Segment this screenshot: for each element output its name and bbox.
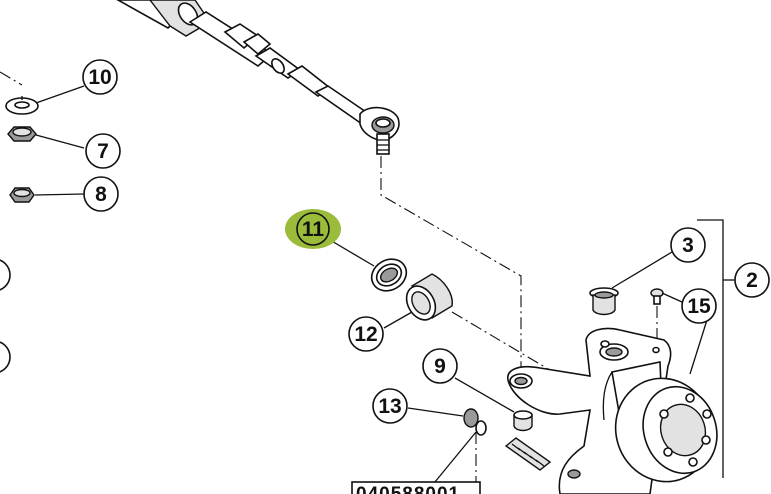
callout-label: 12 — [354, 323, 377, 346]
callout-13: 13 — [372, 388, 408, 424]
callout-8: 8 — [83, 176, 119, 212]
callout-12: 12 — [348, 316, 384, 352]
seal-ring-part — [370, 258, 408, 292]
callout-7: 7 — [85, 133, 121, 169]
callout-label: 7 — [97, 140, 109, 163]
nut-part-7 — [7, 126, 37, 142]
callout-label: 11 — [302, 218, 325, 241]
bushing-part — [405, 273, 453, 321]
callout-15: 15 — [681, 288, 717, 324]
callout-label: 2 — [746, 269, 758, 292]
grease-nipple-part — [650, 288, 664, 305]
callout-label: 10 — [88, 66, 111, 89]
callout-label: 3 — [682, 234, 694, 257]
sleeve-part-9 — [513, 410, 533, 432]
callout-11-highlighted: 11 — [285, 209, 341, 249]
part-code-box: 040588001 — [351, 481, 481, 494]
part-code-text: 040588001 — [356, 484, 460, 494]
callout-label: 9 — [434, 355, 446, 378]
callout-label: 8 — [95, 183, 107, 206]
steering-knuckle-part — [507, 327, 718, 494]
threaded-stud-part — [504, 437, 552, 471]
partial-callout — [0, 259, 11, 291]
ring-part-13 — [463, 408, 487, 436]
callout-9: 9 — [422, 348, 458, 384]
nut-part-8 — [9, 187, 35, 203]
bushing-part-3 — [589, 287, 619, 316]
callout-2: 2 — [734, 262, 770, 298]
washer-part — [5, 97, 39, 115]
callout-3: 3 — [670, 227, 706, 263]
assembly-guide-line — [380, 156, 522, 372]
partial-callout — [0, 341, 11, 373]
callout-label: 15 — [687, 295, 711, 318]
tie-rod-assembly — [116, 0, 400, 155]
callout-label: 13 — [378, 395, 401, 418]
callout-10: 10 — [82, 59, 118, 95]
group-bracket — [697, 219, 724, 478]
left-guide-line — [0, 71, 23, 86]
